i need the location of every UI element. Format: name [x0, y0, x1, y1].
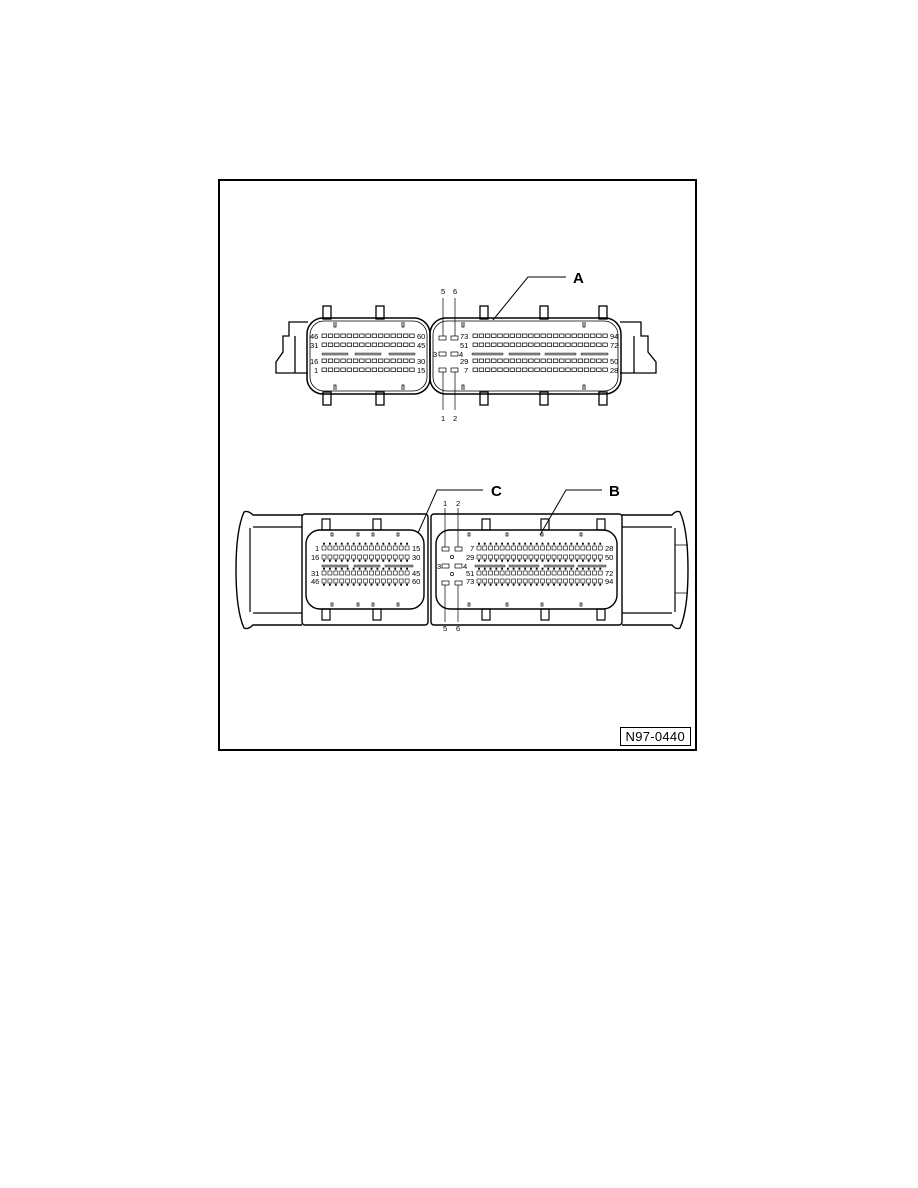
pin-label: 16 [311, 553, 319, 562]
pin-label: 15 [412, 544, 420, 553]
figure-id-label: N97-0440 [619, 727, 691, 746]
upper-top-tabs [322, 305, 608, 320]
pin-label: 29 [460, 357, 468, 366]
pin-label: 15 [417, 366, 425, 375]
pin-label: 45 [417, 341, 425, 350]
pin-label: 94 [610, 332, 618, 341]
lower-right-pin-block-b: 7 28 29 50 51 72 73 94 [466, 542, 613, 586]
pin-label: 60 [412, 577, 420, 586]
pin-label: 30 [412, 553, 420, 562]
pin-label: 29 [466, 553, 474, 562]
pin-label: 6 [456, 624, 460, 633]
pin-label: 28 [605, 544, 613, 553]
pin-label: 46 [310, 332, 318, 341]
pin-label: 2 [456, 499, 460, 508]
pin-label: 1 [314, 366, 318, 375]
pin-label: 60 [417, 332, 425, 341]
pin-label: 6 [453, 287, 457, 296]
pin-label: 28 [610, 366, 618, 375]
upper-connector: 46 60 31 45 16 30 1 15 5 6 3 4 1 [275, 270, 657, 423]
pin-label: 3 [433, 350, 437, 359]
upper-bottom-tabs [322, 391, 608, 406]
pin-label: 50 [605, 553, 613, 562]
callout-a: A [573, 270, 584, 287]
pin-label: 1 [315, 544, 319, 553]
figure-frame: N97-0440 [218, 179, 697, 751]
pin-label: 72 [605, 569, 613, 578]
pin-label: 30 [417, 357, 425, 366]
callout-b: B [609, 483, 620, 500]
pin-label: 72 [610, 341, 618, 350]
lower-left-pin-block-c: 1 15 16 30 31 45 46 60 [311, 542, 420, 586]
callout-c: C [491, 483, 502, 500]
pin-label: 7 [464, 366, 468, 375]
pin-label: 1 [441, 414, 445, 423]
upper-left-pin-block: 46 60 31 45 16 30 1 15 [310, 332, 425, 375]
pin-label: 2 [453, 414, 457, 423]
pin-label: 94 [605, 577, 613, 586]
lower-center-pins [441, 508, 463, 622]
pin-label: 73 [460, 332, 468, 341]
pin-label: 46 [311, 577, 319, 586]
pin-label: 51 [460, 341, 468, 350]
pin-label: 31 [310, 341, 318, 350]
pin-label: 16 [310, 357, 318, 366]
pin-label: 50 [610, 357, 618, 366]
lower-connector: 1 15 16 30 31 45 46 60 1 2 3 4 [235, 483, 689, 633]
upper-right-pin-block: 73 94 51 72 29 50 7 28 [460, 332, 618, 375]
pin-label: 4 [463, 562, 467, 571]
pin-label: 5 [443, 624, 447, 633]
pin-label: 51 [466, 569, 474, 578]
pin-label: 1 [443, 499, 447, 508]
pin-label: 3 [437, 562, 441, 571]
pin-label: 45 [412, 569, 420, 578]
upper-center-pins [438, 298, 459, 410]
pin-label: 4 [459, 350, 463, 359]
pin-label: 73 [466, 577, 474, 586]
pin-label: 5 [441, 287, 445, 296]
pin-label: 7 [470, 544, 474, 553]
pin-label: 31 [311, 569, 319, 578]
